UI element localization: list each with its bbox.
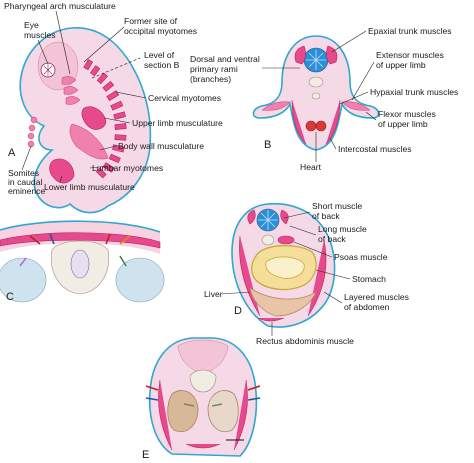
panel-e-pelvic-section bbox=[145, 337, 261, 457]
panel-c-notochord bbox=[70, 249, 90, 279]
label-rectus-abdominis-muscle: Rectus abdominis muscle bbox=[256, 336, 354, 346]
upper-limb-bud bbox=[81, 106, 107, 130]
section-b-level-line bbox=[91, 57, 141, 79]
label-short-muscle-of-back-1: Short muscle bbox=[312, 201, 362, 211]
section-b-epaxial-left bbox=[294, 45, 306, 65]
pharyngeal-arch-1 bbox=[61, 76, 77, 85]
panel-c-arrows bbox=[19, 233, 131, 267]
label-psoas-muscle: Psoas muscle bbox=[334, 252, 388, 262]
section-d-psoas bbox=[277, 235, 295, 245]
label-stomach: Stomach bbox=[352, 274, 386, 284]
section-e-dorsal-region bbox=[177, 339, 229, 373]
label-layered-muscles-1: Layered muscles bbox=[344, 292, 409, 302]
label-former-site-1: Former site of bbox=[124, 16, 178, 26]
label-epaxial-trunk-muscles: Epaxial trunk muscles bbox=[368, 26, 452, 36]
label-somites-1: Somites bbox=[8, 168, 39, 178]
section-b-aorta bbox=[311, 92, 321, 100]
panel-c-body-wall-closeup bbox=[0, 216, 165, 306]
section-d-stomach-inner bbox=[265, 256, 305, 279]
section-b-heart-right bbox=[315, 120, 327, 132]
label-body-wall-musculature: Body wall musculature bbox=[118, 141, 204, 151]
section-b-heart-left bbox=[305, 120, 317, 132]
label-intercostal-muscles: Intercostal muscles bbox=[338, 144, 412, 154]
label-cervical-myotomes: Cervical myotomes bbox=[148, 93, 221, 103]
label-dorsal-ventral-rami-2: primary rami bbox=[190, 64, 238, 74]
label-long-muscle-of-back-1: Long muscle bbox=[318, 224, 367, 234]
panel-label-d: D bbox=[234, 305, 242, 317]
label-heart: Heart bbox=[300, 162, 322, 172]
section-e-vertebra bbox=[189, 369, 217, 393]
myotome-series bbox=[83, 59, 127, 179]
label-lower-limb-musculature: Lower limb musculature bbox=[44, 182, 135, 192]
section-e-arrows bbox=[145, 385, 261, 407]
section-d-cord-marks bbox=[258, 210, 278, 230]
label-long-muscle-of-back-2: of back bbox=[318, 234, 346, 244]
panel-c-right-mass bbox=[115, 257, 165, 303]
label-dorsal-ventral-rami-3: (branches) bbox=[190, 74, 231, 84]
label-eye-muscles-2: muscles bbox=[24, 30, 56, 40]
panel-a-embryo-lateral bbox=[19, 27, 152, 214]
label-short-muscle-of-back-2: of back bbox=[312, 211, 340, 221]
label-eye-muscles-1: Eye bbox=[24, 20, 39, 30]
panel-label-b: B bbox=[264, 139, 271, 151]
label-extensor-upper-limb-2: of upper limb bbox=[376, 60, 426, 70]
panel-label-e: E bbox=[142, 449, 149, 461]
label-somites-3: eminence bbox=[8, 186, 45, 196]
section-b-limb-muscle-right bbox=[341, 101, 371, 111]
label-lumbar-myotomes: Lumbar myotomes bbox=[92, 163, 163, 173]
label-level-of-section-2: section B bbox=[144, 60, 180, 70]
section-e-ventral-muscle bbox=[185, 443, 221, 449]
label-extensor-upper-limb-1: Extensor muscles bbox=[376, 50, 444, 60]
label-pharyngeal-arch-musculature: Pharyngeal arch musculature bbox=[4, 1, 116, 11]
section-b-cord-marks bbox=[306, 50, 326, 70]
caudal-somites bbox=[27, 116, 38, 148]
label-liver: Liver bbox=[204, 289, 223, 299]
lower-limb-bud bbox=[49, 158, 75, 184]
section-d-liver bbox=[249, 287, 317, 317]
label-former-site-2: occipital myotomes bbox=[124, 26, 197, 36]
section-d-vertebra bbox=[261, 234, 275, 246]
label-dorsal-ventral-rami-1: Dorsal and ventral bbox=[190, 54, 260, 64]
panel-c-skin-line bbox=[0, 220, 161, 233]
pharyngeal-arch-2 bbox=[63, 86, 79, 95]
panel-b-thoracic-section bbox=[252, 35, 380, 151]
section-b-wall-left bbox=[291, 99, 307, 145]
panel-c-left-mass bbox=[0, 257, 47, 303]
label-flexor-upper-limb-1: Flexor muscles bbox=[378, 109, 436, 119]
section-b-limb-muscle-left bbox=[261, 101, 291, 111]
panel-d-abdominal-section bbox=[231, 202, 336, 328]
section-e-wall-left bbox=[158, 379, 173, 451]
section-d-back-muscle-left bbox=[247, 209, 256, 225]
section-b-wall-right bbox=[325, 99, 341, 145]
panel-label-a: A bbox=[8, 147, 16, 159]
section-d-rectus bbox=[257, 317, 285, 322]
section-e-left-viscus bbox=[167, 390, 199, 433]
label-level-of-section-1: Level of bbox=[144, 50, 175, 60]
section-e-wall-right bbox=[233, 379, 248, 451]
panel-label-c: C bbox=[6, 291, 14, 303]
label-hypaxial-trunk-muscles: Hypaxial trunk muscles bbox=[370, 87, 458, 97]
label-somites-2: in caudal bbox=[8, 177, 42, 187]
pharyngeal-arch-3 bbox=[65, 96, 81, 105]
section-b-vertebra bbox=[308, 76, 324, 88]
section-d-back-muscle-right bbox=[280, 209, 289, 225]
label-layered-muscles-2: of abdomen bbox=[344, 302, 390, 312]
eye-muscle-fibres bbox=[43, 63, 53, 77]
body-wall-muscle-sheet bbox=[69, 123, 109, 160]
section-e-right-viscus bbox=[207, 390, 239, 433]
label-flexor-upper-limb-2: of upper limb bbox=[378, 119, 428, 129]
label-upper-limb-musculature: Upper limb musculature bbox=[132, 118, 223, 128]
